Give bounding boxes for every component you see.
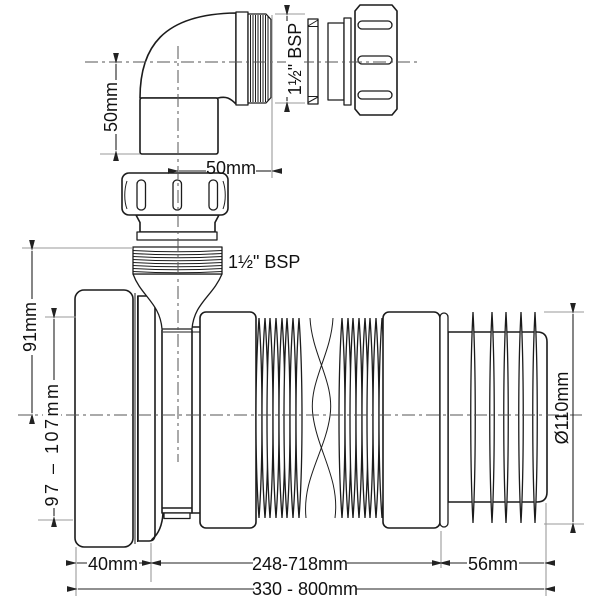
dim-elbow-height: 50mm xyxy=(101,53,121,161)
exploded-coupling-parts xyxy=(307,4,398,116)
nut-rib xyxy=(136,179,147,211)
pan-cup xyxy=(74,289,134,548)
flexible-section xyxy=(199,311,441,529)
dim-label-outlet-diameter: Ø110mm xyxy=(552,372,572,445)
dim-outlet-diameter: Ø110mm xyxy=(552,303,576,533)
dim-label-outlet-length: 56mm xyxy=(468,554,518,574)
dim-inlet-height-range: 97 – 107mm xyxy=(42,308,62,527)
flex-right-collar xyxy=(382,311,441,529)
swivel-nut xyxy=(354,4,398,116)
dim-label-elbow-thread: 1½" BSP xyxy=(285,23,305,95)
dim-label-pan-end-length: 40mm xyxy=(88,554,138,574)
centerlines xyxy=(18,46,582,462)
elbow-bsp-thread xyxy=(247,13,272,104)
dim-inlet-height: 91mm xyxy=(20,240,40,424)
elbow-bend xyxy=(139,12,237,105)
nut-rib-edges xyxy=(124,180,226,210)
dim-label-inlet-height-range: 97 – 107mm xyxy=(42,381,62,506)
flex-ridges-left xyxy=(255,317,303,519)
dim-label-flex-length: 248-718mm xyxy=(252,554,348,574)
swivel-elbow xyxy=(139,11,272,155)
swivel-nut-rib xyxy=(357,55,393,65)
elbow-socket xyxy=(139,97,219,155)
dim-pan-end-length: 40mm xyxy=(66,554,161,574)
dim-flex-length: 248-718mm xyxy=(142,554,450,574)
flex-ridges-right xyxy=(338,317,386,519)
nut-rib xyxy=(208,179,219,211)
dim-label-inlet-height: 91mm xyxy=(20,302,40,352)
label-inlet-thread: 1½" BSP xyxy=(228,252,300,272)
dim-label-overall-length: 330 - 800mm xyxy=(252,579,358,599)
swivel-nut-rib xyxy=(357,90,393,100)
flex-left-collar xyxy=(199,311,257,529)
nut-rib xyxy=(172,179,183,211)
outlet-mouth-lip xyxy=(439,312,449,528)
dim-elbow-thread: 1½" BSP xyxy=(284,5,305,112)
dim-label-elbow-length: 50mm xyxy=(206,158,256,178)
pipe-break-symbol xyxy=(305,317,337,519)
elbow-flange xyxy=(235,11,249,106)
inlet-funnel xyxy=(132,273,223,330)
body-tube xyxy=(162,326,203,514)
pan-cup-rings xyxy=(134,293,138,544)
dim-overall-length: 330 - 800mm xyxy=(67,579,555,599)
dim-label-elbow-height: 50mm xyxy=(101,82,121,132)
cup-step xyxy=(137,295,156,542)
dim-elbow-length: 50mm xyxy=(168,158,282,178)
dim-outlet-length: 56mm xyxy=(432,554,555,574)
inlet-branch-pipe xyxy=(161,329,193,520)
swivel-nut-rib xyxy=(357,20,393,30)
compression-nut xyxy=(121,172,229,241)
outlet-socket xyxy=(439,311,548,528)
nut-collar-flange xyxy=(136,231,218,241)
